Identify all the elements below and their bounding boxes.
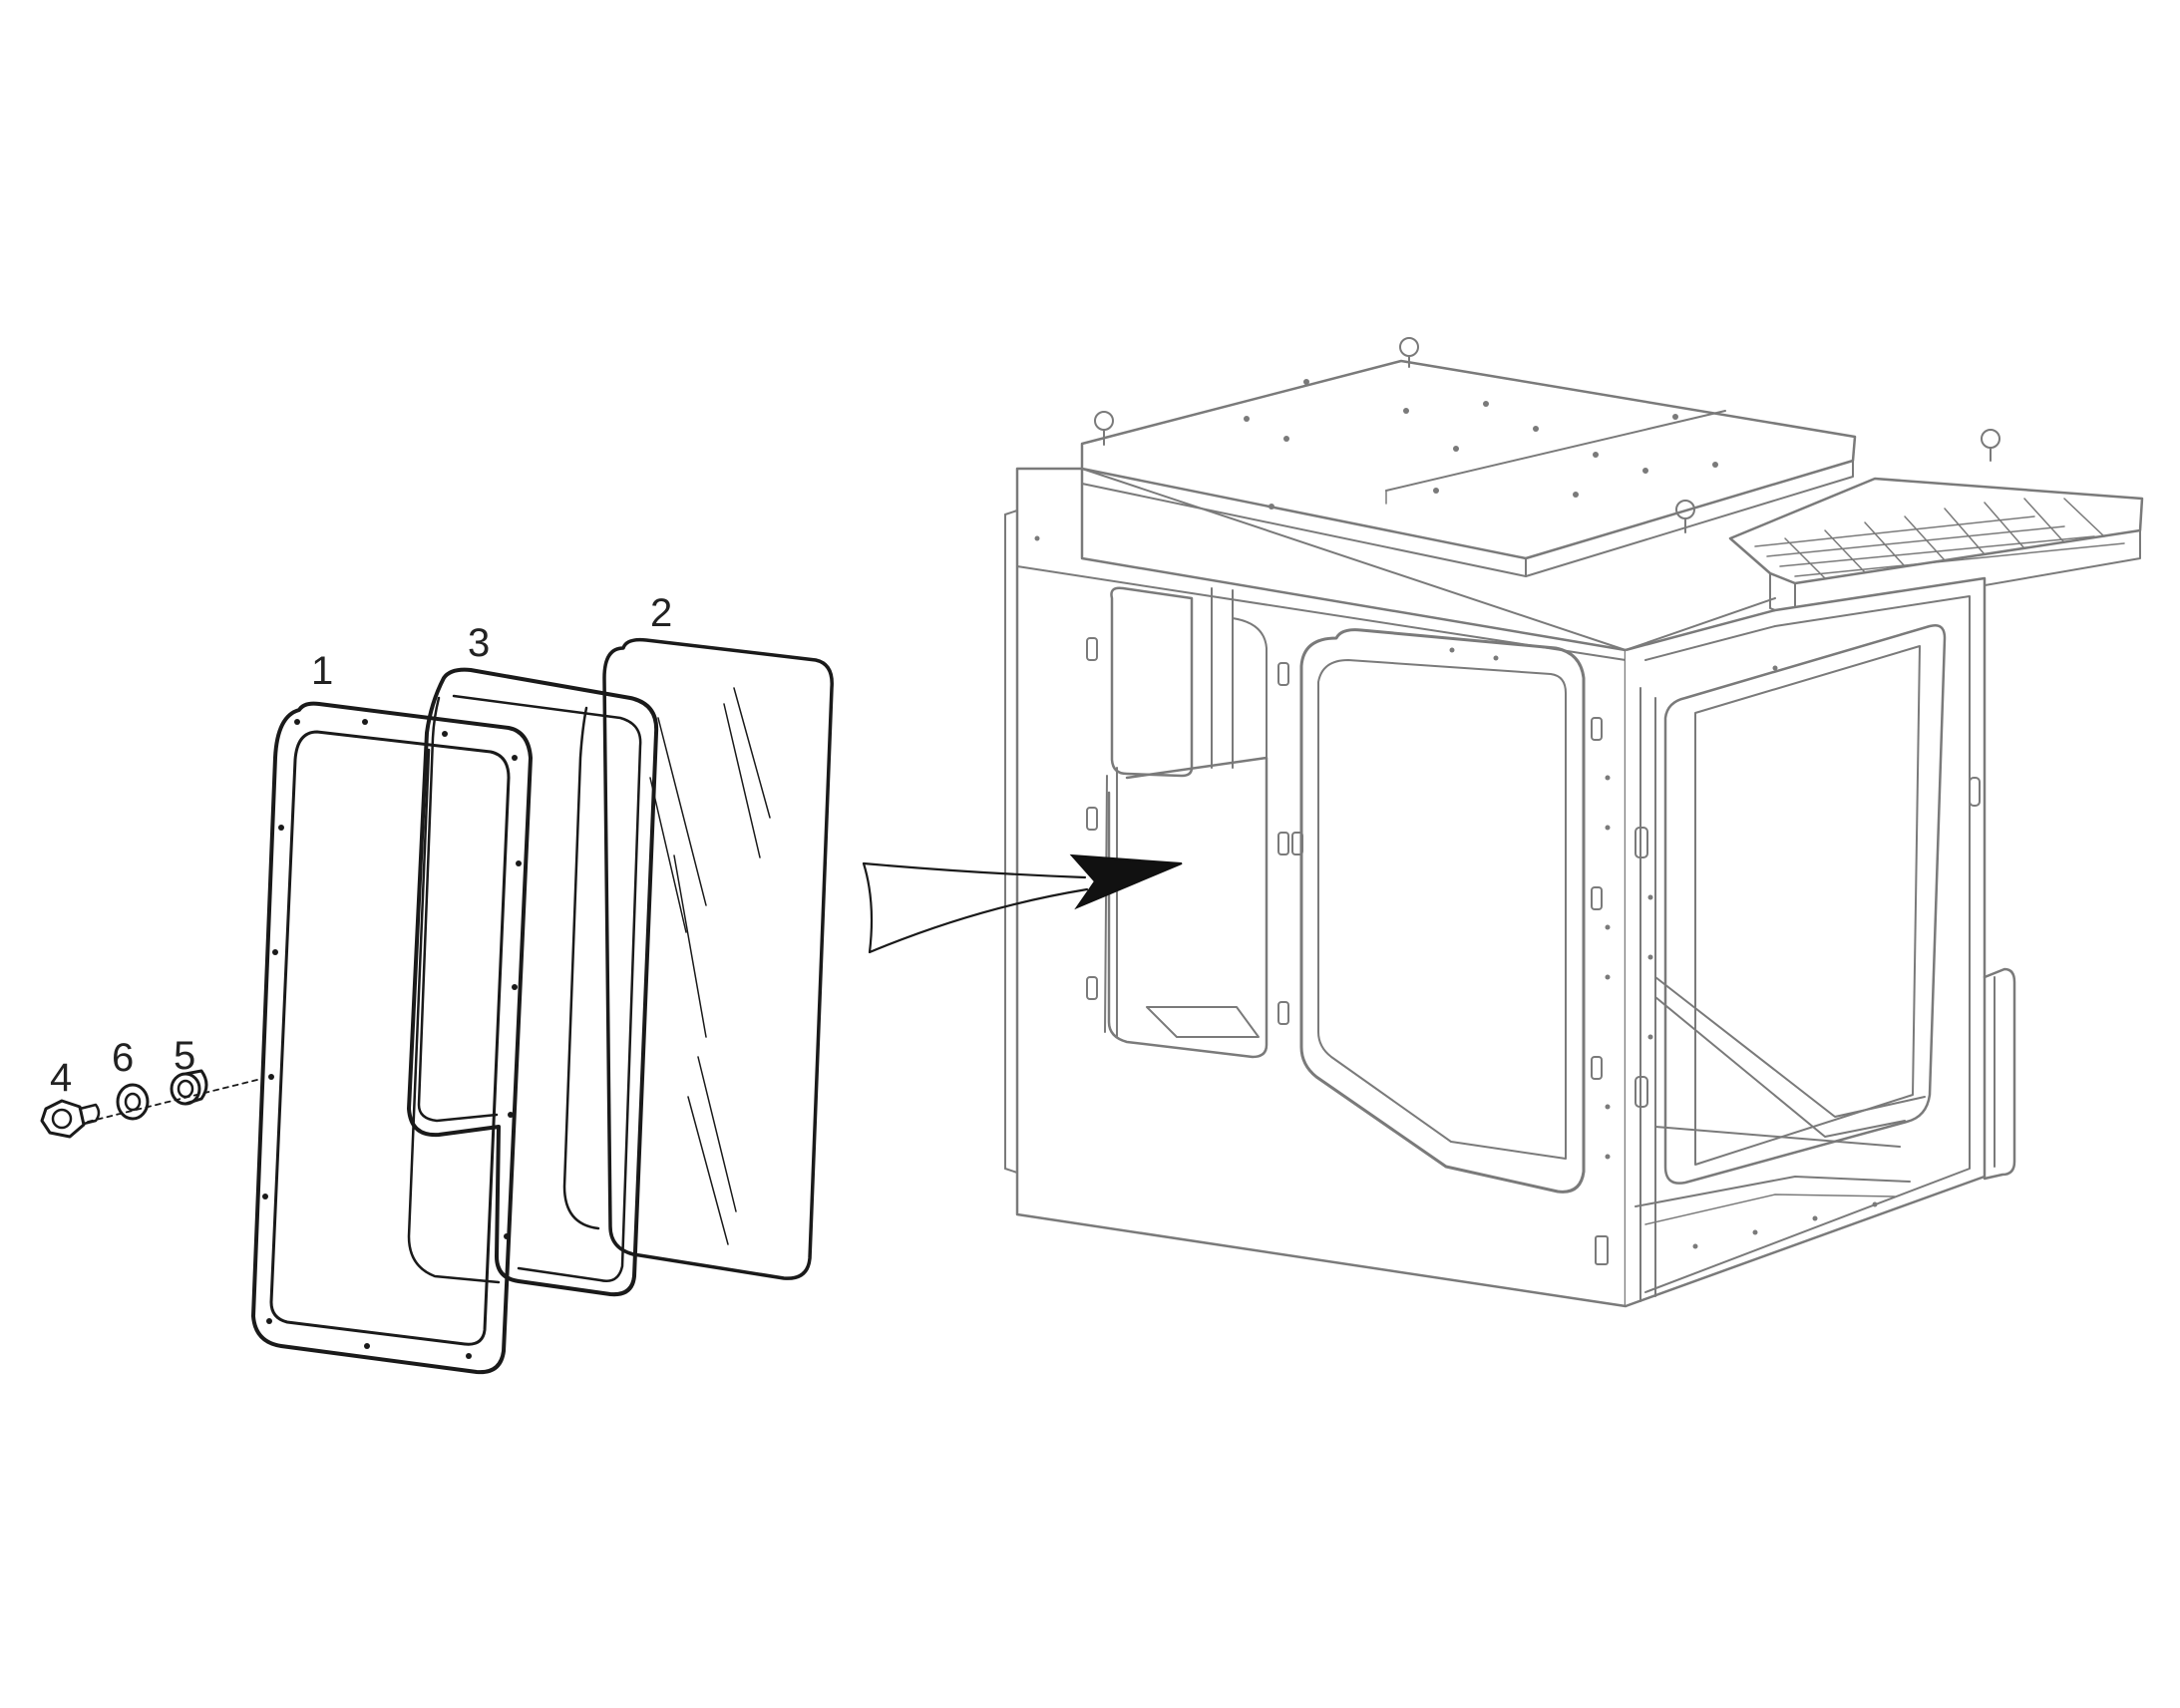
lifting-eye-icon: [1094, 337, 2000, 533]
callout-6: 6: [112, 1036, 134, 1080]
callout-3: 3: [468, 621, 490, 665]
window-frame: [251, 701, 533, 1375]
washer-icon: [116, 1083, 150, 1121]
frame-holes: [262, 719, 522, 1359]
callouts: 1 2 3 4 6 5: [50, 591, 672, 1100]
callout-2: 2: [650, 591, 672, 635]
spacer-icon: [170, 1069, 208, 1106]
door-rivets: [1034, 535, 1878, 1249]
bolt-icon: [40, 1099, 101, 1139]
roof-grille: [1728, 477, 2144, 619]
seal: [407, 667, 659, 1297]
assembly-arrow: [862, 854, 1183, 954]
callout-5: 5: [174, 1034, 195, 1078]
callout-1: 1: [311, 649, 333, 693]
callout-4: 4: [50, 1056, 72, 1100]
cab-assembly: [1004, 337, 2144, 1308]
fasteners: [40, 1069, 262, 1139]
roof-screws: [1244, 379, 1718, 510]
glass-pane: [602, 637, 834, 1280]
cab-body: [1004, 467, 2016, 1308]
